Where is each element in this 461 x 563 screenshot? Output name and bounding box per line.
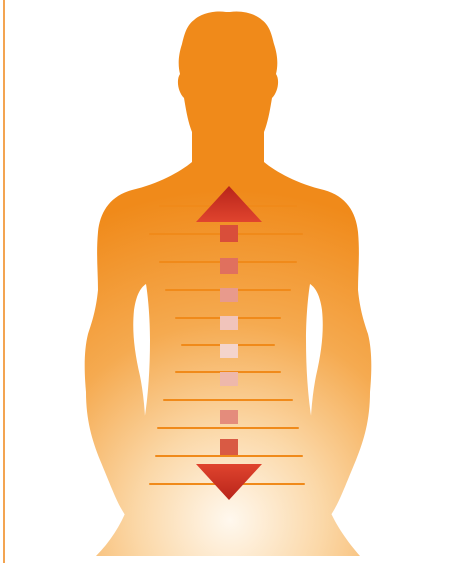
arrow-segment-6 [220, 372, 238, 386]
arrow-segment-3 [220, 288, 238, 302]
arrow-segment-7 [220, 410, 238, 424]
arrow-segment-5 [220, 344, 238, 358]
arrow-segment-2 [220, 258, 238, 274]
arrow-segment-1 [220, 225, 238, 242]
arrow-segment-8 [220, 439, 238, 455]
arrow-segment-4 [220, 316, 238, 330]
